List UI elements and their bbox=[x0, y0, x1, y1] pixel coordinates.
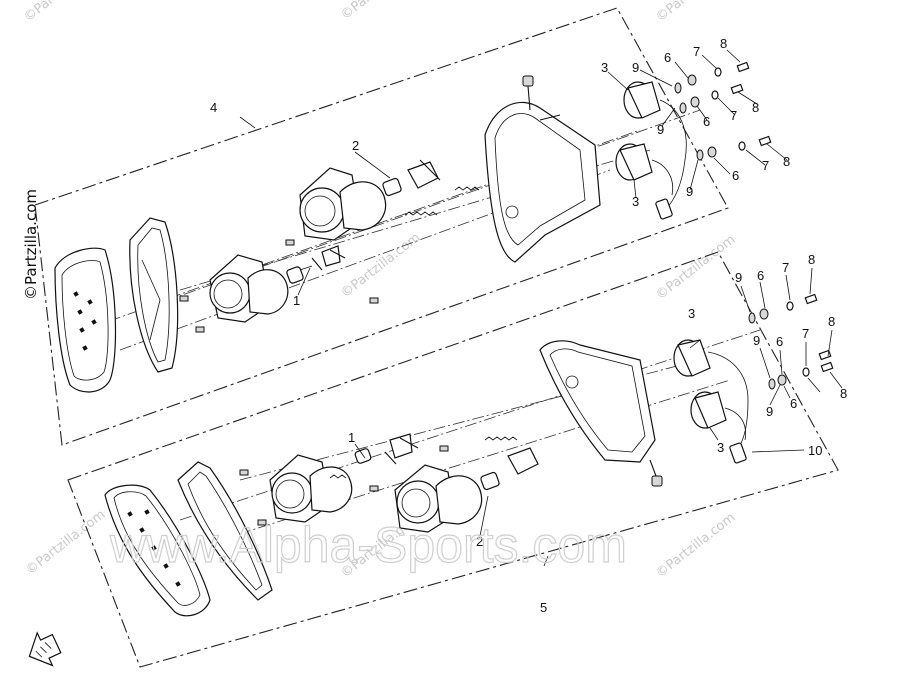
lower-housing bbox=[539, 340, 663, 487]
callout-washer-6: 6 bbox=[757, 268, 764, 283]
callout-socket-3: 3 bbox=[601, 60, 608, 75]
watermark-small: ©Partzilla.com bbox=[21, 0, 106, 25]
callout-washer-6: 6 bbox=[790, 396, 797, 411]
callout-washer-6: 6 bbox=[664, 50, 671, 65]
callout-connector-10: 10 bbox=[808, 443, 822, 458]
upper-assembly-outline bbox=[34, 7, 729, 446]
upper-socket-top bbox=[623, 81, 687, 220]
callout-spring-7: 7 bbox=[782, 260, 789, 275]
watermark-small: ©Partzilla.com bbox=[653, 232, 738, 303]
lower-leaders bbox=[354, 267, 843, 567]
callout-nut-8: 8 bbox=[840, 386, 847, 401]
callout-bulb-1: 1 bbox=[348, 430, 355, 445]
upper-housing bbox=[484, 75, 601, 263]
upper-projector-1 bbox=[209, 254, 313, 323]
watermark-small: ©Partzilla.com bbox=[653, 0, 738, 25]
callout-washer-6: 6 bbox=[732, 168, 739, 183]
upper-screws bbox=[179, 239, 379, 333]
callout-nut-8: 8 bbox=[783, 154, 790, 169]
callout-socket-3: 3 bbox=[688, 306, 695, 321]
callout-bulb-2: 2 bbox=[352, 138, 359, 153]
callout-nut-8: 8 bbox=[752, 100, 759, 115]
lower-bracket-1 bbox=[384, 433, 419, 465]
watermark-small: ©Partzilla.com bbox=[23, 507, 108, 578]
lower-springs bbox=[329, 436, 518, 479]
lower-fasteners bbox=[748, 293, 834, 390]
upper-lens bbox=[54, 247, 117, 393]
upper-springs bbox=[404, 186, 480, 216]
copyright-vertical: ©Partzilla.com bbox=[22, 189, 40, 300]
lower-projector-1 bbox=[269, 448, 372, 523]
callout-bulb-1: 1 bbox=[293, 293, 300, 308]
callout-spring-7: 7 bbox=[730, 108, 737, 123]
lower-lens bbox=[104, 484, 211, 617]
watermark-small: ©Partzilla.com bbox=[338, 0, 423, 23]
callout-nut-8: 8 bbox=[828, 314, 835, 329]
callout-nut-8: 8 bbox=[720, 36, 727, 51]
callout-nut-8: 8 bbox=[808, 252, 815, 267]
upper-bezel bbox=[129, 217, 179, 373]
callout-socket-3: 3 bbox=[632, 194, 639, 209]
watermark-small: ©Partzilla.com bbox=[653, 510, 738, 581]
axis-line bbox=[89, 109, 701, 329]
callout-grommet-9: 9 bbox=[657, 122, 664, 137]
lower-screws bbox=[239, 445, 449, 526]
watermark-small: ©Partzilla.com bbox=[338, 230, 423, 301]
callout-washer-6: 6 bbox=[703, 114, 710, 129]
upper-leaders bbox=[239, 49, 788, 296]
front-arrow-icon bbox=[28, 631, 62, 667]
callout-spring-7: 7 bbox=[693, 44, 700, 59]
callout-assembly-5: 5 bbox=[540, 600, 547, 615]
callout-socket-3: 3 bbox=[717, 440, 724, 455]
callout-grommet-9: 9 bbox=[632, 60, 639, 75]
callout-grommet-9: 9 bbox=[766, 404, 773, 419]
watermark-large: www.Alpha-Sports.com bbox=[109, 517, 627, 573]
lower-projector-2 bbox=[394, 447, 539, 533]
callout-assembly-4: 4 bbox=[210, 100, 217, 115]
callout-grommet-9: 9 bbox=[686, 184, 693, 199]
lower-assembly-outline bbox=[67, 251, 839, 668]
callout-washer-6: 6 bbox=[776, 334, 783, 349]
upper-projector-2 bbox=[299, 159, 441, 241]
callout-bulb-2: 2 bbox=[476, 534, 483, 549]
lower-bezel bbox=[177, 461, 273, 601]
callout-spring-7: 7 bbox=[762, 158, 769, 173]
callout-grommet-9: 9 bbox=[735, 270, 742, 285]
upper-socket-bottom bbox=[615, 143, 674, 196]
lower-socket-bottom bbox=[690, 391, 747, 441]
upper-bracket-1 bbox=[311, 245, 346, 271]
callout-grommet-9: 9 bbox=[753, 333, 760, 348]
lower-socket-top bbox=[673, 339, 749, 464]
upper-fasteners bbox=[674, 61, 772, 161]
callout-spring-7: 7 bbox=[802, 326, 809, 341]
